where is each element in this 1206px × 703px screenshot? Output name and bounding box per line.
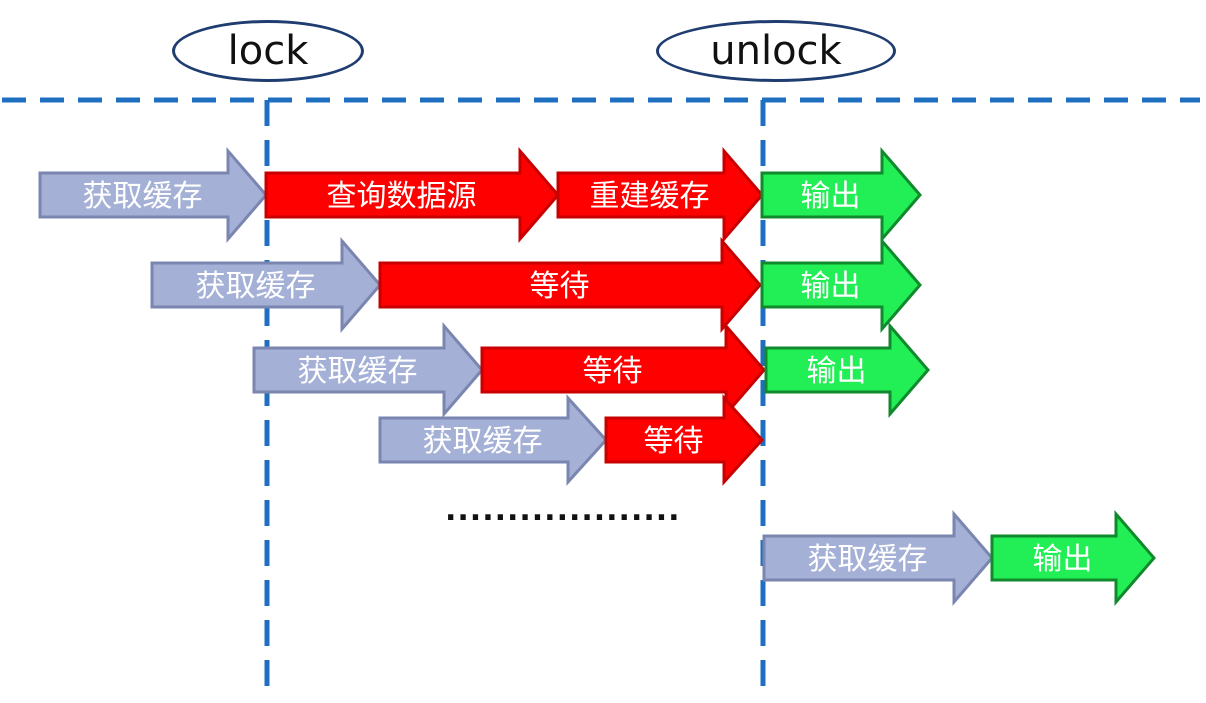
output-label: 输出 [807,354,867,389]
output-arrow [760,146,922,244]
get-cache-label: 获取缓存 [298,354,418,389]
busy-arrow [480,321,766,419]
get-cache-arrow [150,236,382,334]
busy-arrow [556,146,764,244]
busy-label: 等待 [530,269,590,304]
unlock-marker: unlock [656,20,896,82]
busy-label: 重建缓存 [590,179,710,214]
busy-arrow [604,394,765,486]
output-arrow [764,321,930,419]
output-label: 输出 [801,269,861,304]
arrow-rows: 获取缓存查询数据源重建缓存输出获取缓存等待输出获取缓存等待输出获取缓存等待获取缓… [38,146,1156,607]
ellipsis-text: ................... [445,493,681,528]
output-arrow [760,236,922,334]
busy-label: 等待 [583,354,643,389]
busy-arrow [378,236,762,334]
unlock-marker-label: unlock [710,28,842,74]
get-cache-arrow [38,146,268,244]
get-cache-arrow [252,321,484,419]
get-cache-label: 获取缓存 [808,542,928,577]
output-label: 输出 [801,179,861,214]
get-cache-label: 获取缓存 [83,179,203,214]
get-cache-arrow [762,509,994,607]
busy-label: 查询数据源 [327,179,477,214]
get-cache-label: 获取缓存 [196,269,316,304]
lock-marker: lock [172,20,364,82]
busy-label: 等待 [644,424,704,459]
get-cache-arrow [378,394,609,486]
output-label: 输出 [1033,542,1093,577]
output-arrow [990,509,1156,607]
lock-marker-label: lock [227,28,309,74]
busy-arrow [264,146,560,244]
get-cache-label: 获取缓存 [423,424,543,459]
